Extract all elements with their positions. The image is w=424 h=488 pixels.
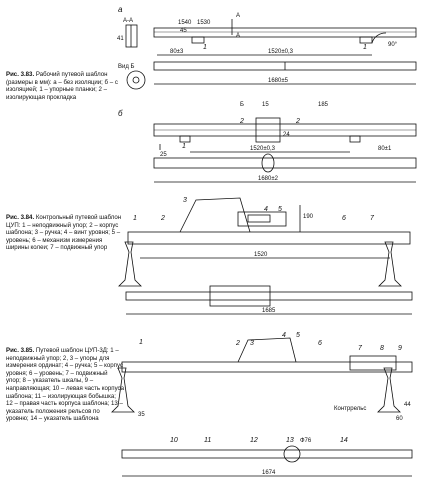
dim-phi76: Ф76 (300, 438, 312, 444)
dim-1520-84: 1520 (254, 252, 268, 258)
rail-left (118, 241, 142, 287)
gauge-plan-85 (121, 449, 413, 459)
stop-plate-left (191, 36, 205, 44)
dim-45: 45 (180, 28, 187, 34)
figure-3-84-caption: Рис. 3.84. Контрольный путевой шаблон ЦУ… (6, 214, 124, 252)
label-12-85: 12 (250, 437, 258, 444)
label-1-b: 1 (363, 44, 367, 51)
angle-arc (371, 32, 387, 44)
dim-1530: 1530 (197, 20, 211, 26)
label-7-85: 7 (358, 345, 363, 352)
label-5: 5 (278, 206, 282, 213)
section-aa-profile (125, 24, 138, 48)
dim-80: 80±3 (170, 49, 184, 55)
label-14-85: 14 (340, 437, 348, 444)
view-b-label: б (118, 109, 123, 118)
dim-1540: 1540 (178, 20, 192, 26)
stop-plate-b-left (179, 135, 191, 143)
label-2-85: 2 (235, 340, 240, 347)
stop-plate-right (359, 36, 373, 44)
label-1-b-left: 1 (182, 143, 186, 150)
dim-80b: 80±1 (378, 146, 392, 152)
vid-b-core (132, 76, 140, 84)
figure-3-83-text: Рабочий путевой шаблон (размеры в мм): а… (6, 71, 118, 101)
figure-3-83-caption: Рис. 3.83. Рабочий путевой шаблон (разме… (6, 71, 124, 101)
vid-b-circle (126, 70, 146, 90)
dim-1674: 1674 (262, 470, 276, 476)
stop-plate-b-right (349, 135, 361, 143)
kontrrels-label: Контррельс (334, 406, 366, 412)
section-b-mark: Б (240, 102, 244, 108)
label-10-85: 10 (170, 437, 178, 444)
section-aa-label: А-А (123, 18, 133, 24)
label-6: 6 (342, 215, 346, 222)
dim-25: 25 (160, 152, 167, 158)
dim-1520b: 1520±0,3 (250, 146, 276, 152)
level-housing (237, 211, 287, 227)
label-7: 7 (370, 215, 375, 222)
label-2-right: 2 (295, 118, 300, 125)
insulating-insert-plan (261, 153, 275, 173)
label-1: 1 (133, 215, 137, 222)
label-11-85: 11 (204, 437, 211, 444)
dim-90deg: 90° (388, 42, 398, 48)
gauge-plan-center (209, 285, 271, 307)
dim-1680: 1680±5 (268, 78, 289, 84)
handle (179, 197, 251, 233)
figure-3-85-number: Рис. 3.85. (6, 347, 35, 354)
figure-3-84-drawing: 190 1 2 3 4 5 6 7 1520 1685 (118, 197, 413, 315)
figure-3-85-drawing: 1 2 3 4 5 6 7 8 9 35 60 44 Контррельс 10… (111, 332, 413, 477)
dim-24: 24 (283, 132, 290, 138)
figure-3-85-caption: Рис. 3.85. Путевой шаблон ЦУП-3Д: 1 – не… (6, 347, 124, 423)
gauge-body (127, 231, 411, 245)
label-2: 2 (160, 215, 165, 222)
dim-35: 35 (138, 412, 145, 418)
dim-44: 44 (404, 402, 411, 408)
figure-3-84-number: Рис. 3.84. (6, 214, 35, 221)
level-vial (247, 214, 271, 223)
dim-1685: 1685 (262, 308, 276, 314)
label-9-85: 9 (398, 345, 402, 352)
gauge-bar-a (153, 27, 417, 38)
figure-3-83-number: Рис. 3.83. (6, 71, 35, 78)
vid-b-label: Вид Б (118, 64, 135, 70)
arrow-a-top: А (236, 13, 240, 19)
label-1-a: 1 (203, 44, 207, 51)
dim-60: 60 (396, 416, 403, 422)
label-13-85: 13 (286, 437, 294, 444)
rail-left-85 (111, 367, 135, 413)
rail-right-85 (377, 367, 401, 413)
label-5-85: 5 (296, 332, 300, 339)
gauge-body-85 (121, 361, 413, 373)
label-3-85: 3 (250, 340, 254, 347)
handle-85 (237, 337, 297, 363)
label-4: 4 (264, 206, 268, 213)
rail-right (378, 241, 402, 287)
movable-stop-assembly (349, 355, 397, 371)
dim-41: 41 (117, 36, 124, 42)
figure-3-83-drawing: а А-А 41 1540 1530 45 А А 1 1 90° 80±3 1… (117, 5, 417, 183)
label-6-85: 6 (318, 340, 322, 347)
label-1-85: 1 (139, 339, 143, 346)
dim-1680b: 1680±2 (258, 176, 279, 182)
arrow-a-bottom: А (236, 33, 240, 39)
figure-3-84-text: Контрольный путевой шаблон ЦУП: 1 – непо… (6, 214, 122, 252)
figure-3-85-text: Путевой шаблон ЦУП-3Д: 1 – неподвижный у… (6, 347, 124, 423)
dim-190: 190 (303, 214, 314, 220)
dim-185: 185 (318, 102, 329, 108)
insulating-insert (255, 117, 281, 143)
view-a-label: а (118, 5, 123, 14)
label-4-85: 4 (282, 332, 286, 339)
label-8-85: 8 (380, 345, 384, 352)
label-2-top: 2 (239, 118, 244, 125)
gauge-plan (125, 291, 413, 301)
dim-15: 15 (262, 102, 269, 108)
gauge-bar-b-plan (153, 157, 417, 169)
dim-1520: 1520±0,3 (268, 49, 294, 55)
level-indicator-circle (283, 445, 301, 463)
label-3: 3 (183, 197, 187, 204)
